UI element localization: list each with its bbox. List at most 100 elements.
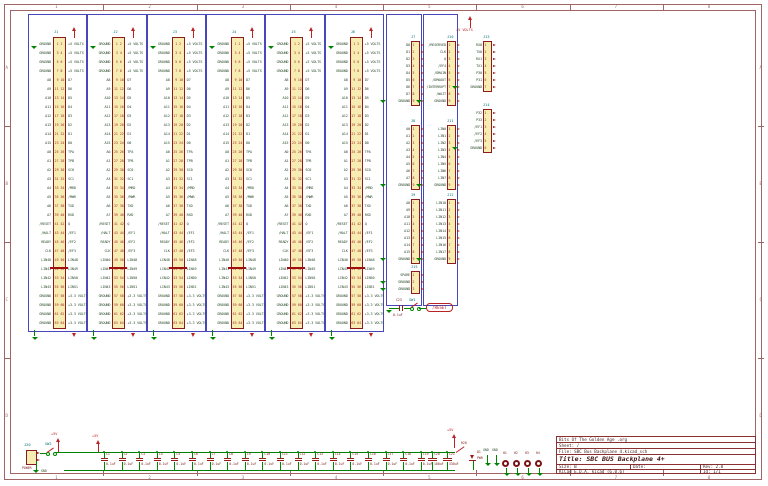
connector-body[interactable]	[53, 37, 66, 329]
pin-number: 1	[412, 126, 415, 131]
connector-body[interactable]	[483, 109, 492, 153]
mounting-hole[interactable]	[513, 460, 520, 467]
pin-number: 21	[54, 131, 59, 136]
pin-number: 32	[238, 176, 243, 181]
pin-number: 8	[60, 68, 63, 73]
capacitor-plate	[382, 457, 390, 459]
capacitor-plate	[347, 460, 355, 462]
frame-column-label: 6	[521, 475, 524, 481]
connector-body[interactable]	[171, 37, 185, 329]
pin-number: 14	[238, 95, 243, 100]
pin-label: D4	[406, 70, 410, 75]
capacitor-value: 0.1uF	[352, 461, 362, 466]
pin-number: 7	[234, 68, 237, 73]
pin-label: GROUND	[470, 145, 482, 150]
connector-body[interactable]	[411, 199, 420, 264]
pin-label-right: +5 VOLTS	[68, 41, 84, 46]
pin-label: GROUND	[434, 182, 446, 187]
connector-body[interactable]	[411, 125, 420, 190]
pin-arrow	[420, 184, 424, 186]
pin-label-right: /EF1	[186, 230, 195, 235]
capacitor-ref: C14	[334, 451, 341, 456]
wire	[40, 453, 46, 454]
pin-label-left: A2	[47, 167, 51, 172]
capacitor-ref: C16	[370, 451, 376, 456]
power-flag-icon	[309, 27, 314, 31]
mounting-hole[interactable]	[502, 460, 509, 467]
capacitor-plate	[382, 460, 390, 462]
mounting-hole[interactable]	[535, 460, 542, 467]
pin-number: 60	[179, 302, 184, 307]
connector-body[interactable]	[231, 37, 245, 329]
pin-number: 64	[357, 320, 362, 325]
pin-label-right: LIN49	[246, 266, 256, 271]
connector-body[interactable]	[349, 37, 363, 329]
pin-number: 4	[484, 131, 487, 136]
pin-label-right: +5 VOLTS	[305, 59, 322, 64]
global-label-reset[interactable]: /RESET	[426, 303, 453, 312]
pin-number: 54	[357, 275, 362, 280]
pin-number: 2	[238, 41, 241, 46]
pin-number: 52	[297, 266, 302, 271]
capacitor-plate	[312, 460, 320, 462]
capacitor-ref: C8	[229, 451, 234, 456]
pin-label-left: A4	[343, 185, 348, 190]
capacitor-value: 0.1uF	[405, 461, 415, 466]
pin-label-left: /RESET	[276, 221, 289, 226]
pin-number: 32	[357, 176, 362, 181]
pin-number: 40	[297, 212, 302, 217]
pin-label-right: +5 VOLTS	[364, 41, 381, 46]
pin-label: GROUND	[398, 256, 410, 261]
pin-label-left: A4	[165, 185, 170, 190]
pin-arrow	[420, 251, 424, 253]
title-block-org: Bits Of The Golden Age .org	[559, 436, 628, 442]
pin-label-right: RXD	[305, 212, 312, 217]
connector-body[interactable]	[447, 125, 456, 190]
pin-arrow	[456, 170, 460, 172]
capacitor-value: 100uF	[434, 461, 444, 466]
connector-body[interactable]	[447, 199, 456, 264]
pin-number: 56	[297, 284, 302, 289]
pin-label-left: A14	[163, 131, 170, 136]
frame-column-label: 2	[148, 3, 151, 9]
connector-body[interactable]	[483, 41, 492, 92]
capacitor-plate	[399, 305, 401, 311]
pin-label-right: +3.3 VOLTS	[186, 311, 207, 316]
wire	[93, 330, 95, 336]
connector-body[interactable]	[112, 37, 126, 329]
connector-body[interactable]	[447, 41, 456, 106]
capacitor-ref: C2	[123, 451, 128, 456]
pin-label: A15	[404, 249, 410, 254]
pin-number: 2	[179, 41, 182, 46]
connector-body[interactable]	[411, 41, 420, 106]
pin-label-right: LIN49	[68, 266, 78, 271]
pin-label-left: GROUND	[98, 293, 111, 298]
pin-label-left: LIN43	[337, 284, 348, 289]
pin-label-right: SC0	[186, 167, 193, 172]
pin-number: 46	[297, 239, 302, 244]
capacitor-plate	[118, 457, 126, 459]
led-value: PWR	[477, 456, 483, 460]
pin-label: /EF1	[474, 124, 482, 129]
frame-column-label: 4	[334, 475, 338, 481]
capacitor-plate	[241, 457, 249, 459]
pin-number: 5	[448, 70, 451, 75]
pin-label-left: GROUND	[98, 50, 111, 55]
pin-number: 16	[238, 104, 243, 109]
pin-label: D0	[406, 42, 410, 47]
capacitor-plate	[402, 305, 404, 311]
led-symbol[interactable]	[470, 455, 474, 459]
wire	[227, 461, 229, 470]
power-jack-body[interactable]	[26, 450, 37, 465]
capacitor-value: 0.1uF	[229, 461, 239, 466]
pin-label-left: A7	[106, 212, 111, 217]
mounting-hole[interactable]	[524, 460, 531, 467]
pin-label-left: GROUND	[157, 320, 170, 325]
pin-number: 1	[448, 126, 451, 131]
pin-label-right: SC0	[364, 167, 371, 172]
pin-label-left: A6	[225, 203, 230, 208]
pin-number: 60	[238, 302, 243, 307]
pin-label-right: +3.3 VOLTS	[364, 320, 385, 325]
connector-body[interactable]	[290, 37, 304, 329]
connector-body[interactable]	[411, 271, 420, 294]
